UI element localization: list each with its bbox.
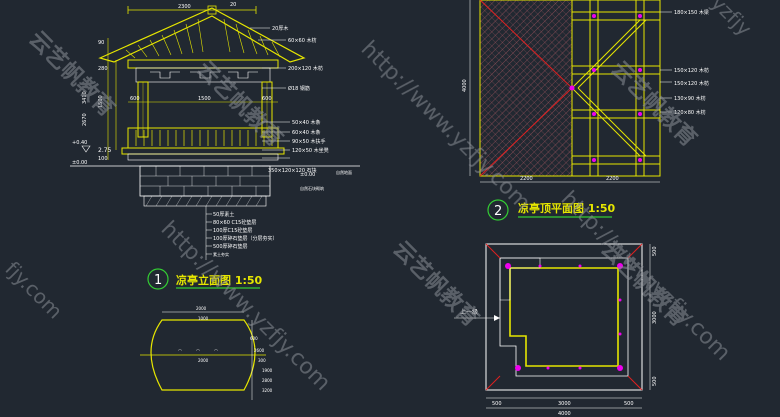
callout-20mm-timber: 20厚木 — [272, 25, 288, 32]
callout-200x120: 200×120 木枋 — [288, 65, 323, 72]
dim-left-90: 90 — [98, 40, 104, 46]
bench-dim-600: 600 — [250, 336, 258, 341]
callout-60x60: 60×60 木枋 — [288, 37, 317, 44]
note-ground: 自然地面 — [336, 169, 352, 175]
foundation-layer-5: 500厚碎石垫层 — [213, 243, 248, 250]
bench-dim-2000-top: 2000 — [196, 306, 207, 311]
level-small-100: 100 — [98, 156, 108, 162]
roof-tiles — [125, 18, 281, 59]
bench-dim-2000-mid: 2000 — [198, 358, 209, 363]
roof-dim-width-left: 2200 — [520, 176, 533, 182]
stone-base — [139, 165, 271, 197]
round-bench-plan: ⌒ ⌒ ⌒ 2000 1000 2000 600 2600 300 1900 280… — [140, 306, 273, 400]
floor-dim-bottom-500-right: 500 — [624, 401, 634, 407]
elevation-title-block: 1 凉亭立面图 1:50 — [147, 268, 263, 290]
floor-plan-up-label: 上一级 — [460, 308, 478, 316]
roof-plan: 4000 2200 2200 180×150 木梁 150×120 木枋 150… — [462, 0, 709, 183]
floor-dim-total-width: 4000 — [558, 411, 571, 417]
level-small-275: 2.75 — [98, 147, 112, 154]
roof-callout-180x150: 180×150 木梁 — [674, 9, 709, 16]
roof-outline — [98, 7, 306, 63]
foundation-layer-3: 100厚C15砼垫层 — [213, 227, 252, 234]
svg-text:⌒: ⌒ — [214, 348, 218, 354]
watermark-brand-left: 云艺帆教育 — [24, 26, 120, 122]
bench-dim-300: 300 — [258, 358, 266, 363]
floor-bench-frame — [499, 257, 629, 377]
bench-dim-1000: 1000 — [198, 316, 209, 321]
railing-balusters — [135, 130, 273, 146]
dim-mid-1500: 1500 — [198, 96, 211, 102]
watermark-brand-far-right: 云艺帆教育 — [596, 236, 692, 332]
bench-dim-2800: 2800 — [262, 378, 273, 383]
dim-top-20: 20 — [230, 2, 236, 8]
elevation-number: 1 — [154, 273, 162, 288]
round-bench-outline — [150, 319, 256, 391]
svg-text:⌒: ⌒ — [196, 348, 200, 354]
foundation-layer-6: 素土夯实 — [213, 251, 229, 257]
floor-plan-outline — [485, 243, 643, 391]
dim-mid-600-right: 600 — [262, 96, 272, 102]
watermark-side-top: yzfjy — [706, 0, 756, 41]
elevation-title: 凉亭立面图 1:50 — [176, 273, 263, 287]
roof-plan-title-block: 2 凉亭顶平面图 1:50 — [487, 199, 616, 221]
foundation-layer-1: 50厚素土 — [213, 211, 234, 218]
roof-framing — [571, 0, 660, 176]
dim-left-1500: 1500 — [98, 95, 104, 108]
pavilion-elevation: 2300 20 — [70, 2, 360, 260]
roof-callout-150x120-a: 150×120 木枋 — [674, 67, 709, 74]
floor-column-markers — [505, 263, 623, 371]
dim-left-3410: 3410 — [82, 91, 88, 104]
foundation-layer-2: 80×60 C15砼垫层 — [213, 219, 256, 226]
floor-dim-right-500-bottom: 500 — [652, 376, 658, 386]
dim-left-280: 280 — [98, 66, 108, 72]
bench-dim-3200: 3200 — [262, 388, 273, 393]
roof-callout-120x80: 120×80 木枋 — [674, 109, 706, 116]
svg-text:⌒: ⌒ — [178, 348, 182, 354]
callout-rebar: Ø18 钢筋 — [288, 85, 310, 92]
roof-callout-130x90: 130×90 木枋 — [674, 95, 706, 102]
lattice-fretwork — [150, 71, 258, 79]
roof-dim-width-right: 2200 — [606, 176, 619, 182]
callout-leaders — [250, 27, 290, 167]
bench-dim-2600: 2600 — [254, 348, 265, 353]
floor-dim-bottom-500-left: 500 — [492, 401, 502, 407]
watermark-layer: http://www.yzfjy.com http://www.yzfjy.co… — [0, 0, 756, 396]
floor-dim-right-500-top: 500 — [652, 246, 658, 256]
level-zero-b: ±0.00 — [300, 172, 315, 178]
floor-plan: 上一级 500 3000 500 4000 500 3000 500 — [454, 243, 658, 417]
roof-plan-number: 2 — [494, 204, 502, 219]
roof-dim-height: 4000 — [462, 79, 468, 92]
dim-top-2300: 2300 — [178, 4, 191, 10]
callout-60x40: 60×40 木条 — [292, 129, 321, 136]
watermark-side-left: fjy.com — [0, 257, 67, 324]
dim-mid-600-left: 600 — [130, 96, 140, 102]
foundation-layer-4: 100厚碎石垫层（分层夯实） — [213, 235, 278, 242]
level-zero-a: ±0.00 — [72, 160, 87, 166]
floor-dim-right-3000: 3000 — [652, 311, 658, 324]
callout-50x40: 50×40 木条 — [292, 119, 321, 126]
callout-350x120: 350×120×120 石块 — [268, 167, 317, 174]
callout-120x50: 120×50 木坐凳 — [292, 147, 329, 154]
note-stone-base: 自然石块砌筑 — [300, 185, 324, 191]
floor-dim-bottom-3000: 3000 — [558, 401, 571, 407]
roof-plan-outline — [479, 0, 661, 177]
level-plus-040: +0.40 — [72, 140, 87, 146]
watermark-brand-lower: 云艺帆教育 — [388, 236, 484, 332]
roof-callout-150x120-b: 150×120 木枋 — [674, 80, 709, 87]
roof-column-markers — [569, 14, 642, 162]
bench-dim-1900: 1900 — [262, 368, 273, 373]
roof-plan-title: 凉亭顶平面图 1:50 — [518, 201, 616, 215]
callout-90x50: 90×50 木扶手 — [292, 138, 326, 145]
dim-left-2670: 2670 — [82, 113, 88, 126]
